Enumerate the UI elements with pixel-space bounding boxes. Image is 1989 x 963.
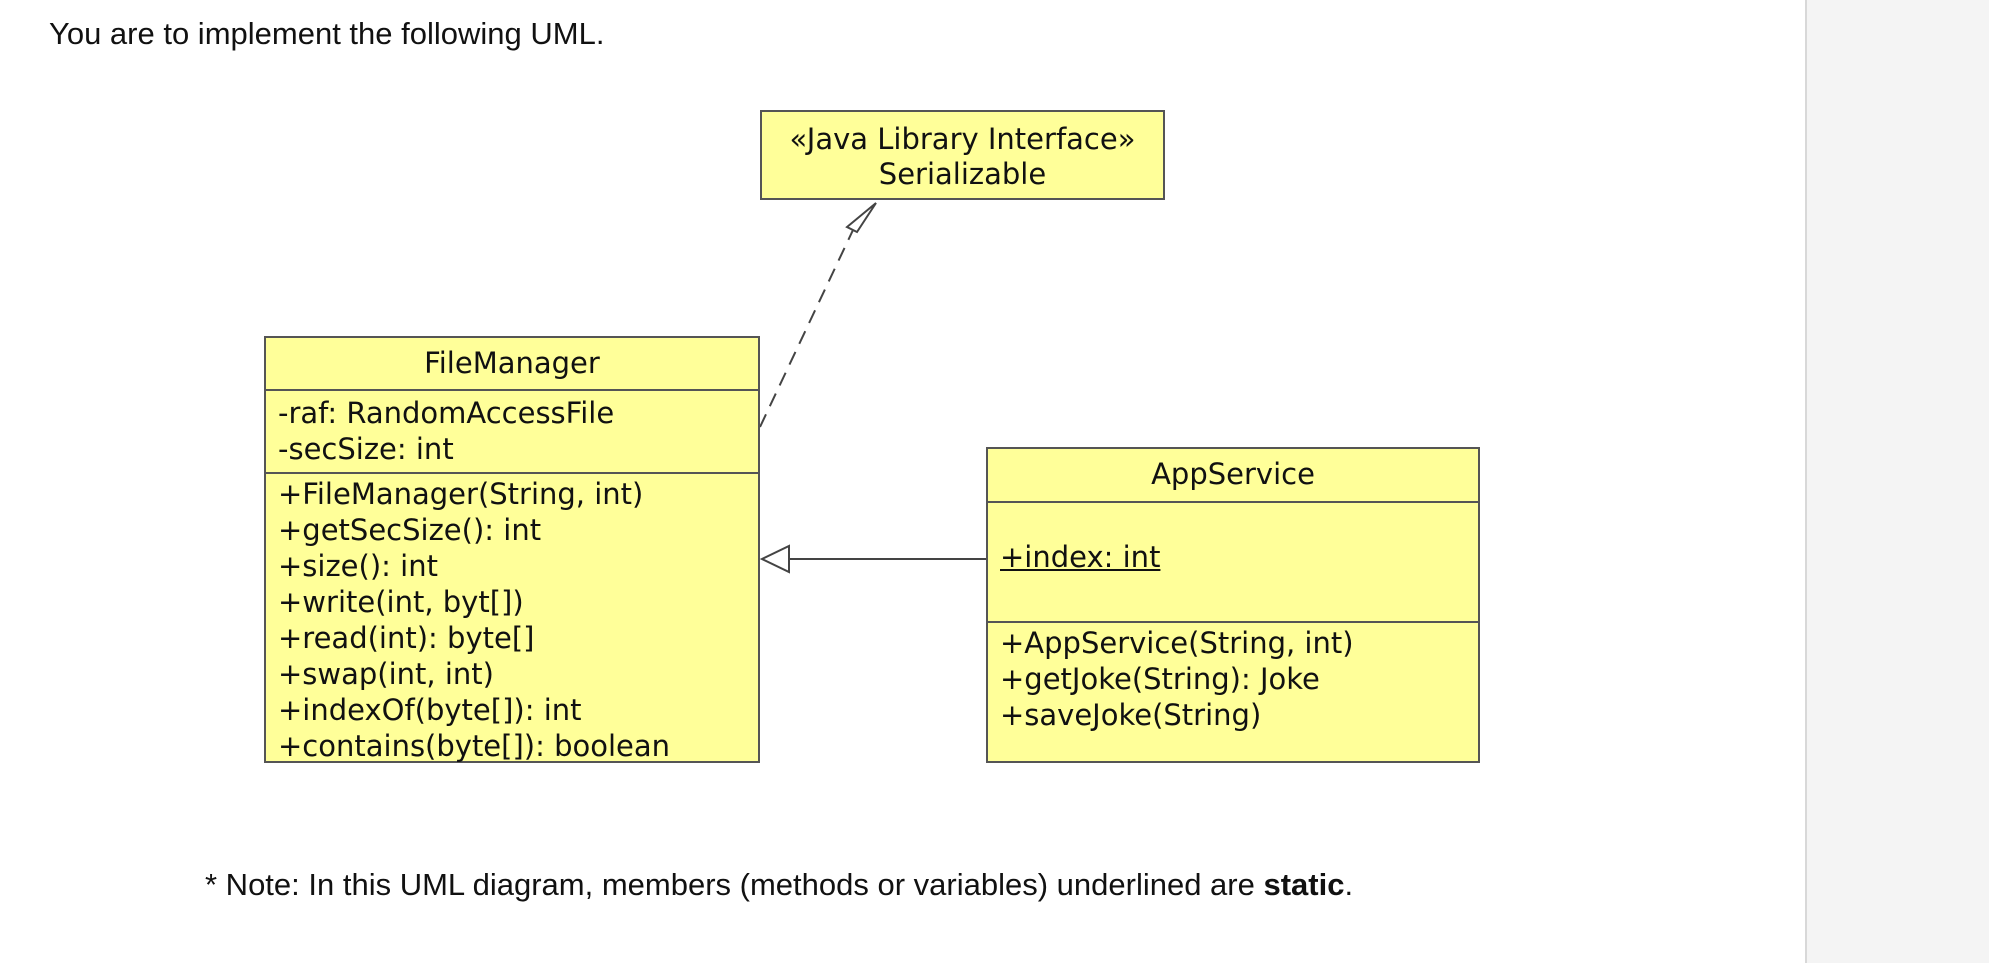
note-suffix: . [1344, 867, 1354, 902]
operation-swap: +swap(int, int) [278, 657, 494, 691]
right-side-panel [1805, 0, 1989, 963]
class-box-filemanager: FileManager -raf: RandomAccessFile -secS… [264, 336, 760, 763]
attributes-compartment: -raf: RandomAccessFile -secSize: int [266, 389, 758, 472]
operations-compartment: +AppService(String, int) +getJoke(String… [988, 621, 1478, 733]
realization-line [759, 229, 854, 428]
operation-size: +size(): int [278, 549, 438, 583]
attributes-compartment: +index: int [988, 501, 1478, 621]
operation-constructor: +FileManager(String, int) [278, 477, 644, 511]
operation-indexof: +indexOf(byte[]): int [278, 693, 582, 727]
uml-diagram-connectors [759, 202, 986, 574]
attribute-secsize: -secSize: int [278, 432, 454, 466]
interface-box-serializable: «Java Library Interface» Serializable [760, 110, 1165, 200]
class-name-appservice: AppService [1151, 457, 1315, 491]
note-bold: static [1263, 867, 1345, 902]
realization-arrowhead [845, 202, 877, 234]
class-name-filemanager: FileManager [424, 346, 600, 380]
operation-constructor: +AppService(String, int) [1000, 626, 1354, 660]
generalization-arrowhead [759, 544, 790, 574]
operation-write: +write(int, byt[]) [278, 585, 524, 619]
static-note: * Note: In this UML diagram, members (me… [205, 864, 1353, 906]
operation-getsecsize: +getSecSize(): int [278, 513, 542, 547]
main-content: You are to implement the following UML. … [49, 16, 1480, 906]
operation-contains: +contains(byte[]): boolean [278, 729, 671, 763]
interface-stereotype: «Java Library Interface» [789, 122, 1136, 156]
interface-name: Serializable [878, 157, 1047, 191]
attribute-raf: -raf: RandomAccessFile [278, 396, 615, 430]
operation-read: +read(int): byte[] [278, 621, 535, 655]
attribute-index-static: +index: int [1000, 540, 1161, 574]
intro-text: You are to implement the following UML. [49, 16, 605, 51]
operation-getjoke: +getJoke(String): Joke [1000, 662, 1320, 696]
note-prefix: * Note: In this UML diagram, members (me… [205, 867, 1264, 902]
operations-compartment: +FileManager(String, int) +getSecSize():… [266, 472, 758, 764]
operation-savejoke: +saveJoke(String) [1000, 698, 1262, 732]
class-box-appservice: AppService +index: int +AppService(Strin… [986, 447, 1480, 763]
